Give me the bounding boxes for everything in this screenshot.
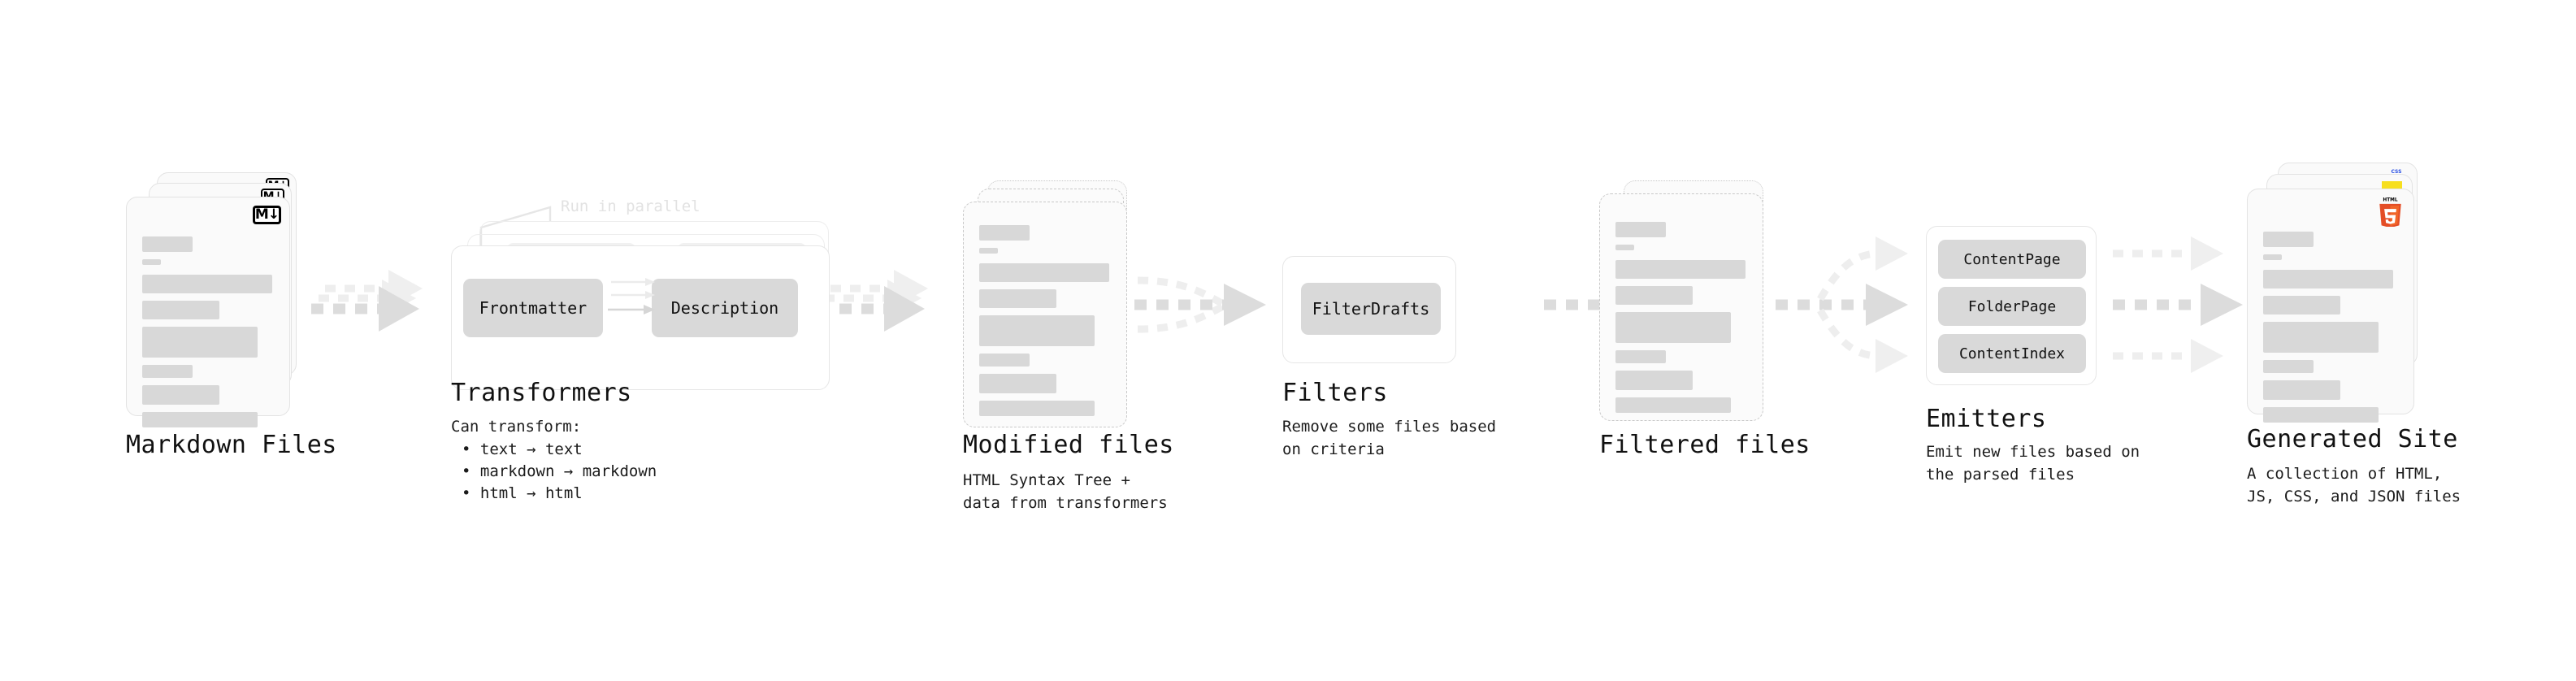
transformers-subtitle: Can transform: (451, 418, 582, 436)
transformers-group: Frontmatter Description (451, 203, 841, 390)
stage-title-filters: Filters (1282, 379, 1388, 407)
emitter-chip-folderpage[interactable]: FolderPage (1938, 287, 2086, 326)
stage-title-emitters: Emitters (1926, 405, 2047, 433)
document-placeholder-lines (142, 236, 276, 435)
run-in-parallel-label: Run in parallel (561, 197, 700, 215)
arrow-emitters-to-site (2113, 236, 2243, 373)
stage-title-markdown-files: Markdown Files (126, 431, 337, 459)
stage-title-modified-files: Modified files (963, 431, 1174, 459)
document-placeholder-lines (2263, 232, 2400, 430)
markdown-icon: M↓ (253, 206, 281, 224)
transformer-inner-arrows (608, 278, 655, 314)
transformer-layer-front: Frontmatter Description (451, 245, 830, 390)
modified-files-stack (963, 180, 1150, 427)
arrow-filtered-to-emitters (1776, 236, 1908, 373)
emitters-group: ContentPage FolderPage ContentIndex (1926, 226, 2097, 385)
filter-chip-filterdrafts[interactable]: FilterDrafts (1301, 283, 1441, 335)
emitter-chip-contentpage[interactable]: ContentPage (1938, 240, 2086, 279)
generated-site-stack: CSS HTML (2247, 163, 2442, 423)
transformer-chip-frontmatter[interactable]: Frontmatter (463, 279, 603, 337)
document-placeholder-lines (979, 225, 1113, 423)
html5-icon: HTML (2377, 196, 2404, 228)
filtered-files-stack (1599, 180, 1786, 424)
html5-icon-svg: HTML (2379, 198, 2401, 228)
generated-site-subtitle: A collection of HTML, JS, CSS, and JSON … (2247, 465, 2461, 505)
filters-group: FilterDrafts (1282, 256, 1456, 363)
filtered-sheet-front (1599, 193, 1763, 421)
transformers-bullet-0: • text → text (462, 440, 583, 458)
stage-title-filtered-files: Filtered files (1599, 431, 1811, 459)
transformers-bullet-1: • markdown → markdown (462, 462, 657, 480)
arrow-modified-to-filters (1134, 276, 1266, 333)
arrow-markdown-to-transformers (311, 270, 423, 332)
site-sheet-html: HTML (2247, 189, 2414, 423)
modified-sheet-front (963, 202, 1127, 427)
filters-subtitle: Remove some files based on criteria (1282, 418, 1497, 458)
css-icon-text: CSS (2391, 169, 2402, 175)
transformer-chip-description[interactable]: Description (652, 279, 798, 337)
markdown-files-stack: M↓ M↓ M↓ (126, 172, 313, 427)
emitters-subtitle: Emit new files based on the parsed files (1926, 443, 2140, 484)
emitter-chip-contentindex[interactable]: ContentIndex (1938, 334, 2086, 373)
stage-title-transformers: Transformers (451, 379, 632, 407)
svg-text:HTML: HTML (2383, 198, 2397, 203)
modified-files-subtitle: HTML Syntax Tree + data from transformer… (963, 471, 1168, 512)
transformers-bullet-2: • html → html (462, 484, 583, 502)
markdown-sheet-front: M↓ (126, 197, 290, 427)
document-placeholder-lines (1615, 222, 1750, 420)
stage-title-generated-site: Generated Site (2247, 425, 2458, 453)
